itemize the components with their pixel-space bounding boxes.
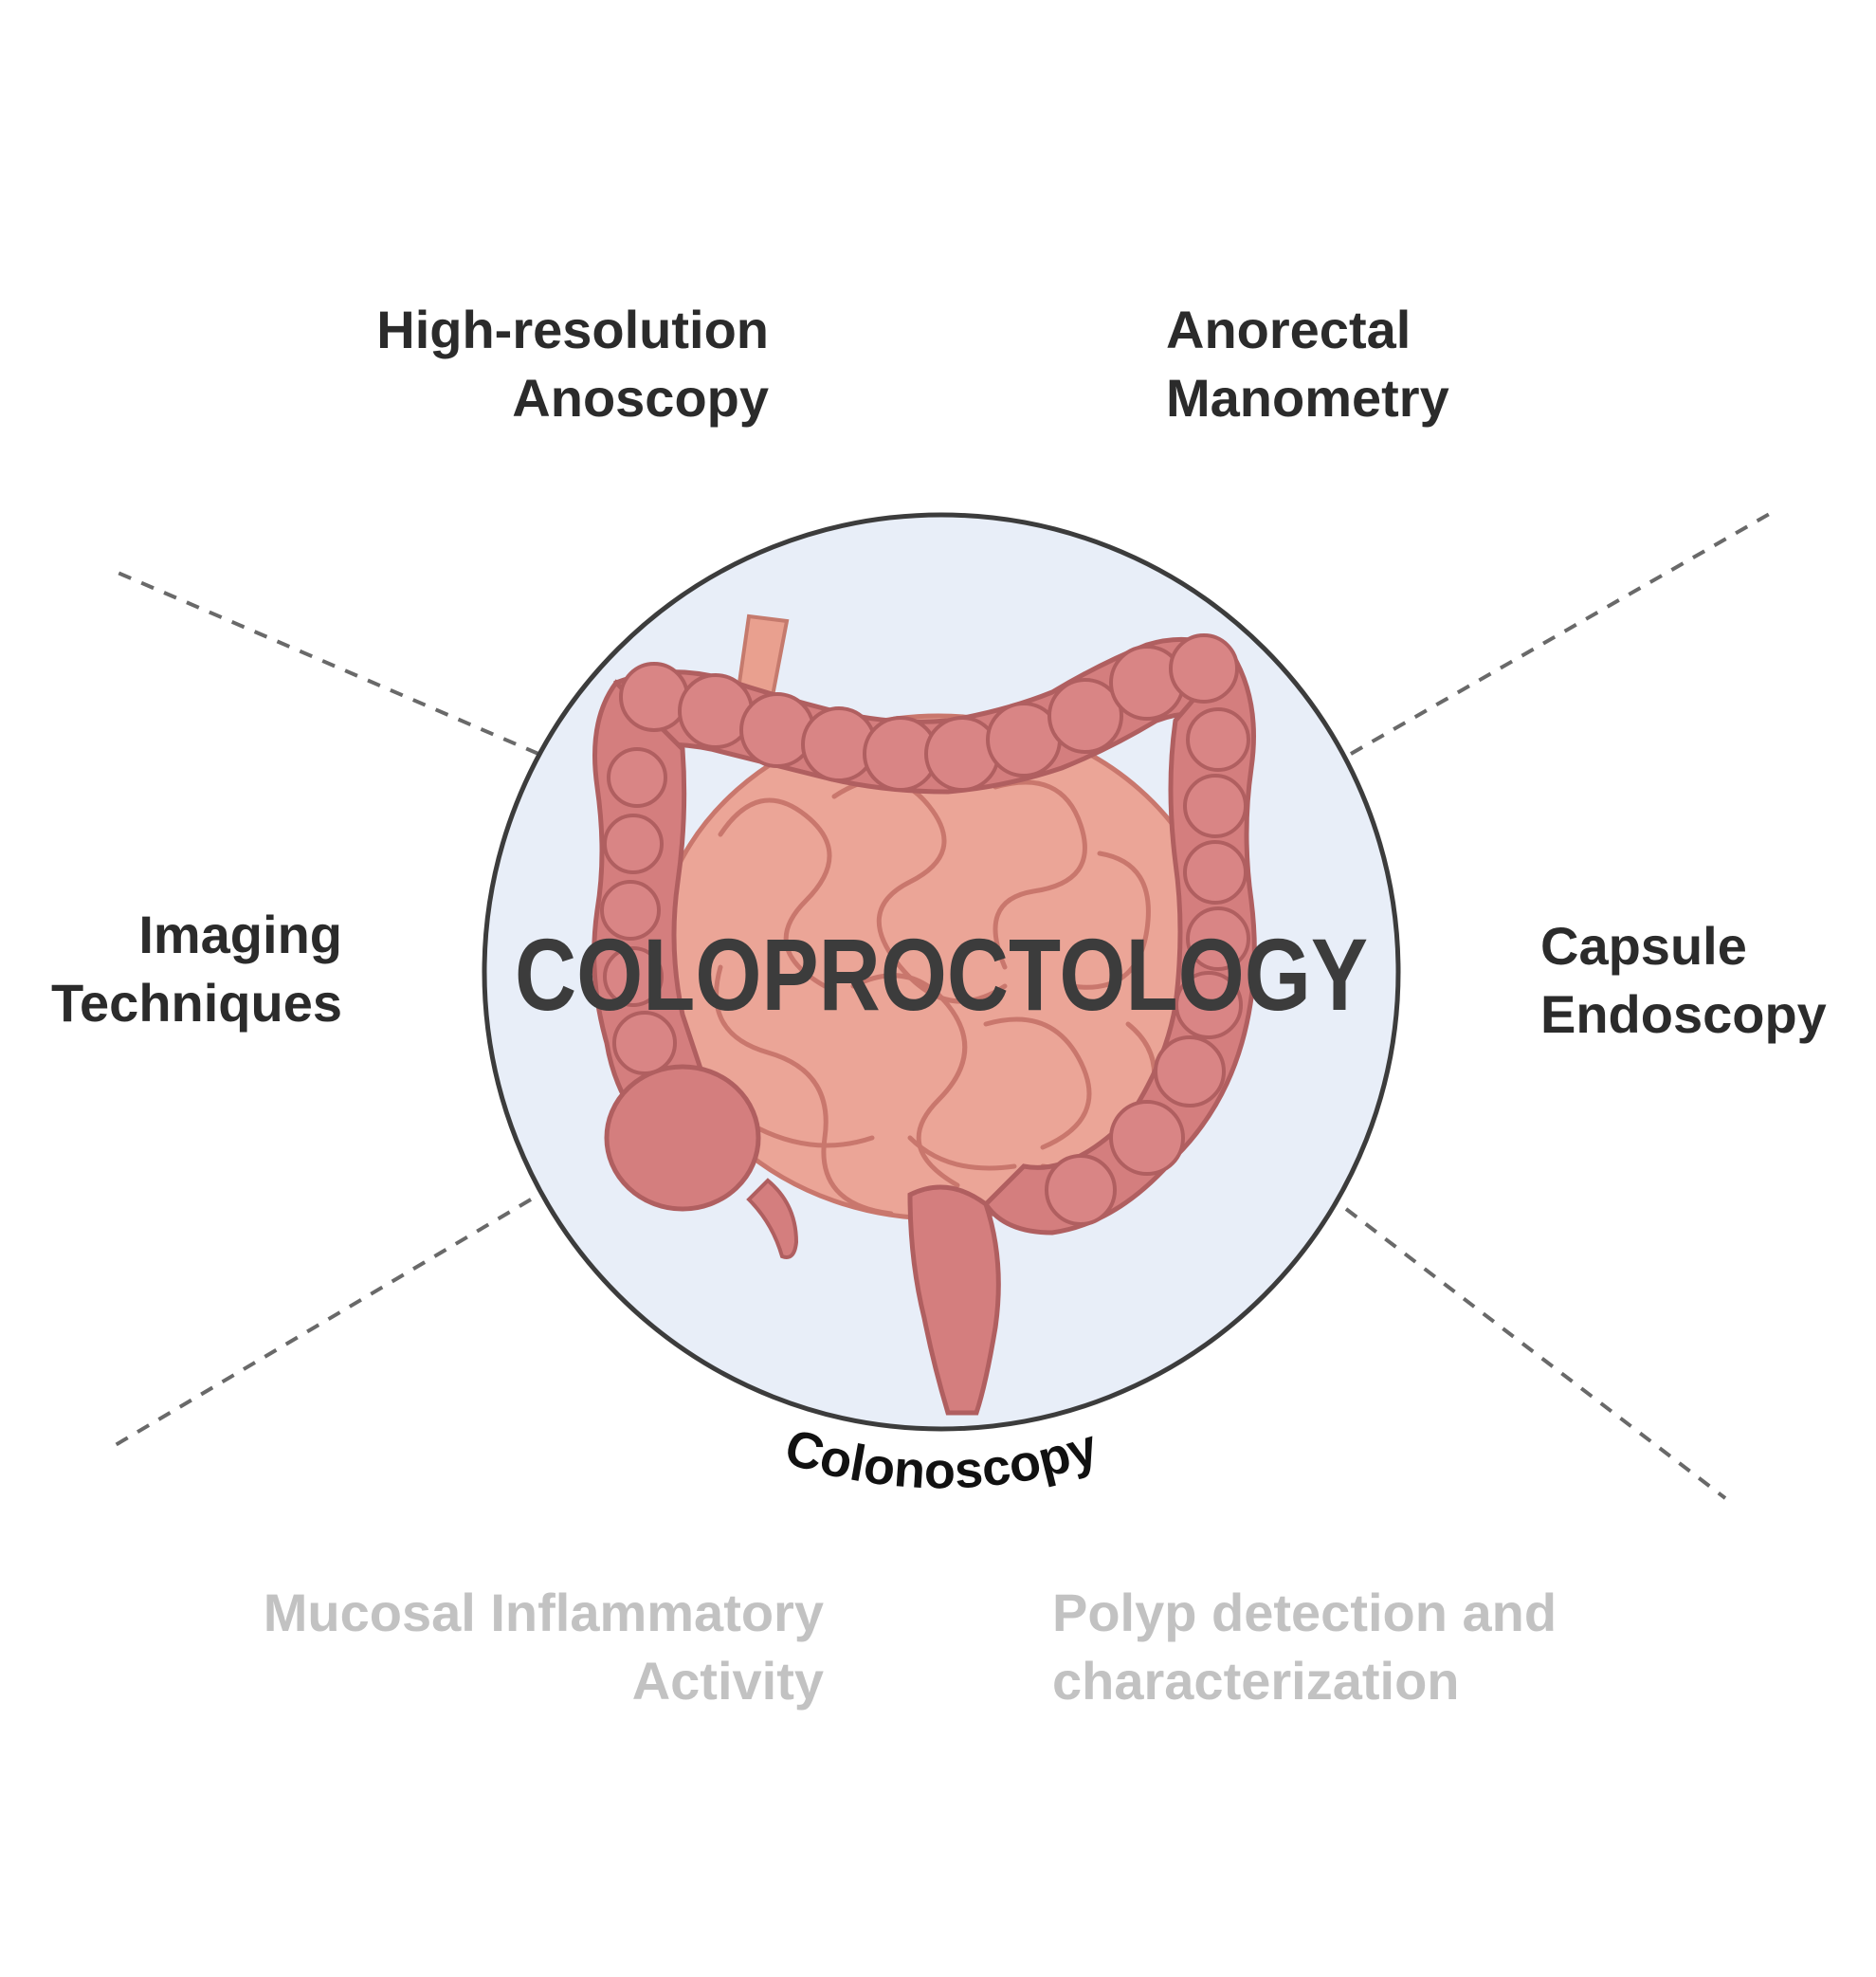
label-line: Anorectal [1166, 300, 1412, 359]
label-high-resolution-anoscopy: High-resolution Anoscopy [376, 296, 769, 432]
label-line: Imaging [138, 905, 342, 964]
colon-haustra [600, 633, 1250, 1226]
spoke-lines [108, 52, 1774, 1934]
intestine-illustration [592, 613, 1257, 1416]
spoke-lower-right [1344, 1207, 1727, 1500]
label-line: Techniques [50, 973, 342, 1033]
label-line: Activity [631, 1651, 824, 1711]
label-line: Anoscopy [512, 368, 769, 428]
spoke-upper-left [108, 567, 539, 756]
spoke-upper-right [1350, 510, 1774, 756]
label-line: Manometry [1166, 368, 1449, 428]
label-anorectal-manometry: Anorectal Manometry [1166, 296, 1449, 432]
label-polyp-detection: Polyp detection and characterization [1052, 1579, 1557, 1715]
label-line: Endoscopy [1540, 984, 1827, 1044]
appendix [746, 1178, 799, 1259]
label-line: Polyp detection and [1052, 1583, 1557, 1642]
label-line: Capsule [1540, 916, 1747, 976]
label-line: High-resolution [376, 300, 769, 359]
spoke-lower-left [112, 1198, 533, 1448]
center-title: COLOPROCTOLOGY [515, 917, 1368, 1032]
label-line: characterization [1052, 1651, 1460, 1711]
label-imaging-techniques: Imaging Techniques [51, 901, 342, 1037]
label-mucosal-inflammatory-activity: Mucosal Inflammatory Activity [264, 1579, 824, 1715]
label-capsule-endoscopy: Capsule Endoscopy [1540, 912, 1827, 1049]
label-line: Mucosal Inflammatory [263, 1583, 824, 1642]
